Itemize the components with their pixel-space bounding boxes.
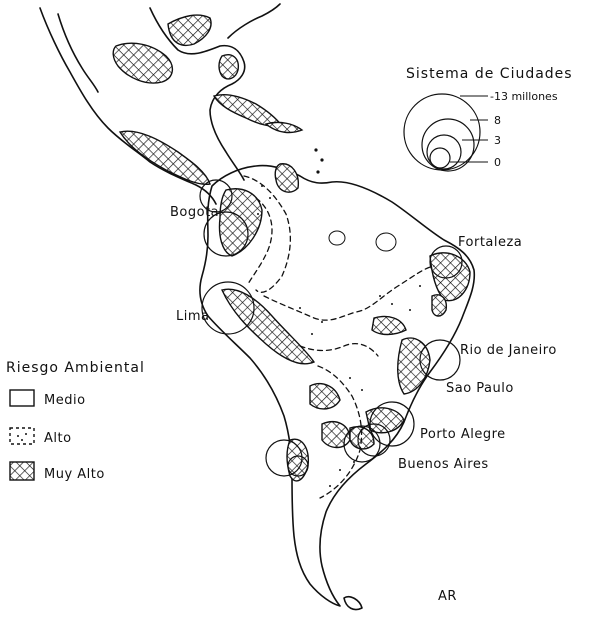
risk-zone-fortaleza[interactable] xyxy=(429,252,471,302)
risk-zone-bolivia[interactable] xyxy=(309,382,341,410)
caribbean-island-2 xyxy=(320,158,324,162)
city-legend-entry-3: 3 xyxy=(494,134,501,147)
city-label-sao-paulo: Sao Paulo xyxy=(446,381,514,396)
risk-zone-brazil-east[interactable] xyxy=(431,294,447,317)
risk-swatch-muy-alto xyxy=(9,461,35,481)
risk-legend: Riesgo Ambiental Medio Alto Muy Alto xyxy=(6,360,145,482)
city-label-fortaleza: Fortaleza xyxy=(458,235,522,250)
caribbean-island-1 xyxy=(314,148,318,152)
baja-california xyxy=(57,13,99,93)
high-risk-boundary-brazil xyxy=(263,265,435,321)
risk-zone-paraguay[interactable] xyxy=(321,421,351,449)
high-risk-boundary-andes xyxy=(243,175,291,293)
city-label-buenos-aires: Buenos Aires xyxy=(398,457,489,472)
alto-risk-stipple xyxy=(257,185,421,487)
inland-feature-2 xyxy=(375,232,397,252)
tierra-del-fuego xyxy=(343,595,363,611)
city-legend-entry-0: 0 xyxy=(494,156,501,169)
mexico-gulf-coast xyxy=(149,7,246,181)
city-size-legend: Sistema de Ciudades -13 millones 8 3 0 xyxy=(403,66,573,172)
risk-legend-title: Riesgo Ambiental xyxy=(6,360,145,376)
risk-zone-brazil-central[interactable] xyxy=(371,315,407,336)
city-label-bogota: Bogota xyxy=(170,205,219,220)
south-america-coast xyxy=(199,164,476,607)
risk-zone-yucatan[interactable] xyxy=(218,54,239,80)
cuba-island[interactable] xyxy=(212,94,284,128)
city-legend-entry-8: 8 xyxy=(494,114,501,127)
risk-zone-peru[interactable] xyxy=(221,288,316,365)
risk-swatch-medio xyxy=(9,389,35,407)
mexico-west-coast xyxy=(39,7,217,205)
city-legend-entry-13m: -13 millones xyxy=(490,90,558,103)
artist-signature: AR xyxy=(438,589,457,604)
city-legend-title: Sistema de Ciudades xyxy=(406,66,573,82)
city-circles xyxy=(199,179,463,477)
risk-legend-medio: Medio xyxy=(44,393,86,408)
inland-feature-1 xyxy=(328,230,346,246)
risk-legend-alto: Alto xyxy=(44,431,72,446)
risk-zone-chile[interactable] xyxy=(286,438,309,482)
risk-zone-mexico-central[interactable] xyxy=(112,42,173,84)
high-risk-boundary-bolivia xyxy=(299,342,379,357)
city-label-lima: Lima xyxy=(176,309,209,324)
florida-coast xyxy=(227,3,281,39)
high-risk-boundary-interior xyxy=(247,197,273,285)
risk-zone-venezuela[interactable] xyxy=(274,163,299,193)
risk-zone-colombia[interactable] xyxy=(218,188,263,257)
risk-zone-porto-alegre[interactable] xyxy=(349,426,375,450)
hispaniola-island[interactable] xyxy=(264,121,304,134)
risk-zone-sao-paulo[interactable] xyxy=(365,407,405,434)
risk-swatch-alto xyxy=(9,427,35,445)
risk-zone-mexico-north[interactable] xyxy=(167,14,212,47)
high-risk-boundary-south xyxy=(317,365,363,499)
city-label-rio: Rio de Janeiro xyxy=(460,343,557,358)
risk-zone-central-america[interactable] xyxy=(118,130,211,185)
city-label-porto-alegre: Porto Alegre xyxy=(420,427,506,442)
risk-legend-muy-alto: Muy Alto xyxy=(44,467,105,482)
caribbean-island-3 xyxy=(316,170,320,174)
